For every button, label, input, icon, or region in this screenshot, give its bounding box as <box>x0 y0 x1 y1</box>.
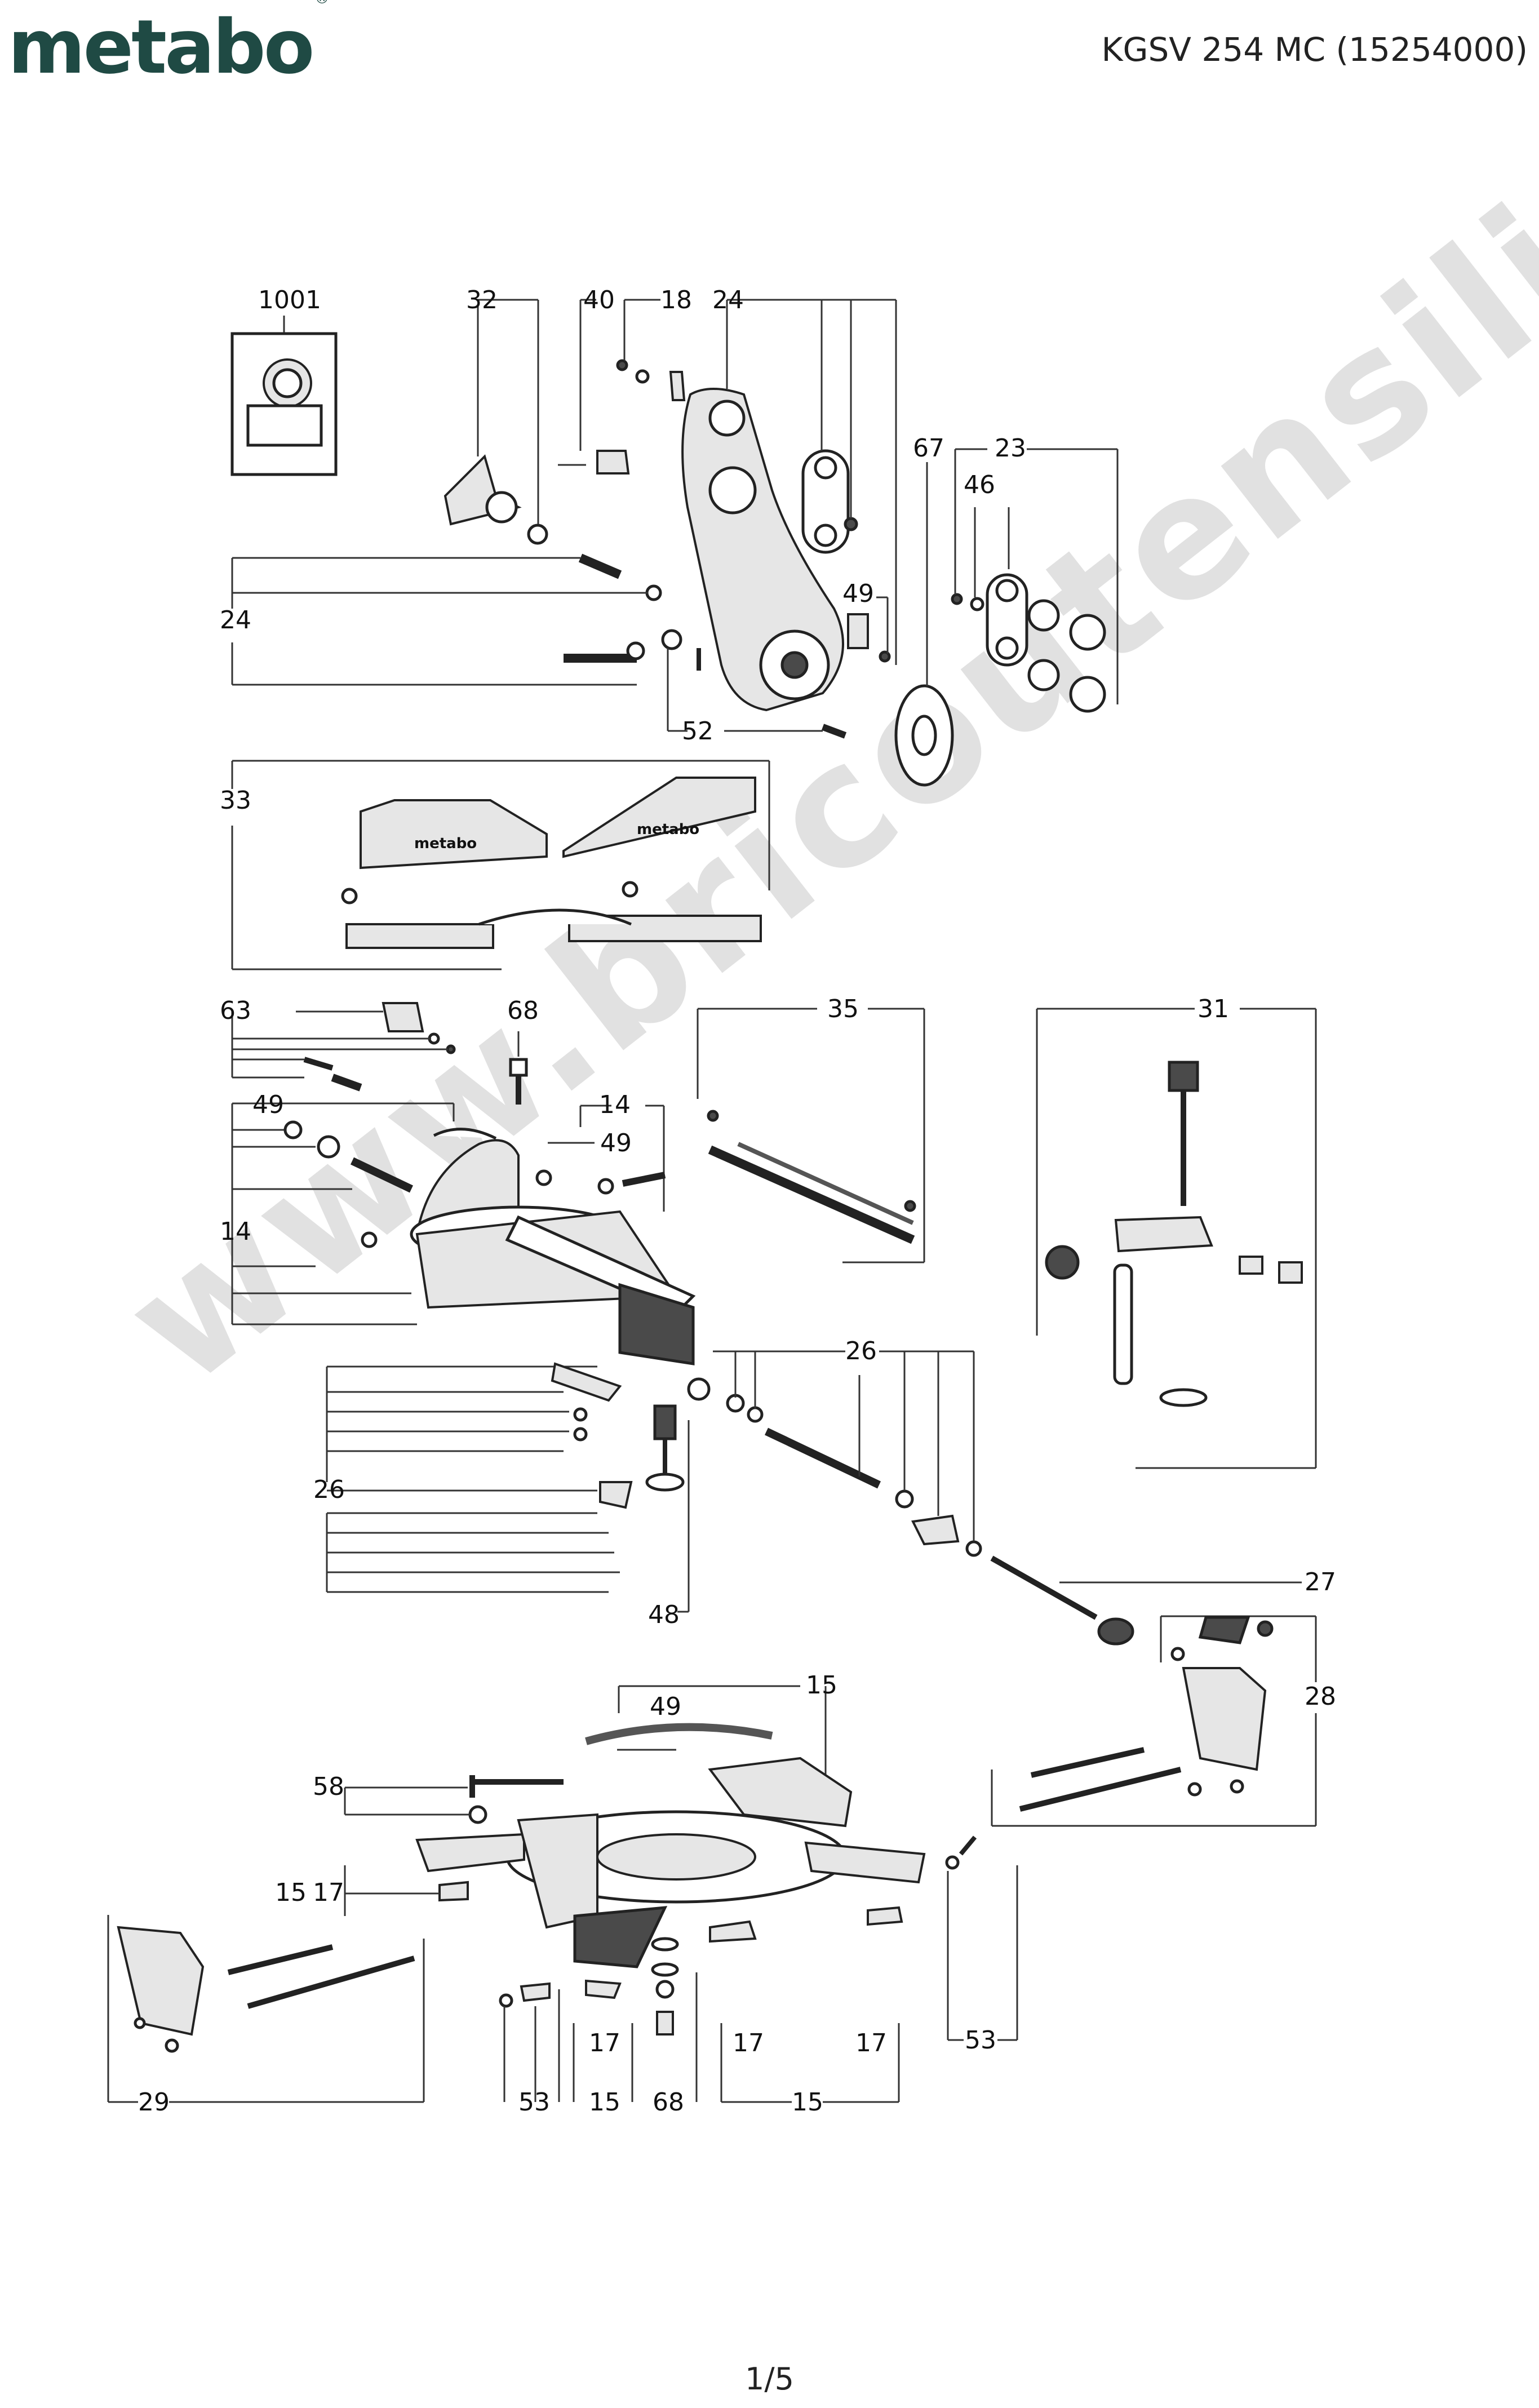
part-26-rod-assembly <box>687 1350 982 1557</box>
part-29-extension-support <box>107 1915 425 2103</box>
callout-53-right: 53 <box>965 2026 996 2055</box>
part-32-knob <box>443 299 548 545</box>
callout-40: 40 <box>583 286 615 314</box>
part-27-handle-rod <box>990 1555 1302 1646</box>
callout-26-right: 26 <box>845 1337 877 1365</box>
brand-name: metabo <box>8 4 314 91</box>
callout-14-left: 14 <box>220 1217 251 1246</box>
part-24-rods <box>231 553 662 686</box>
callout-32: 32 <box>466 286 498 314</box>
registered-mark: ® <box>314 0 329 7</box>
part-1001-label <box>230 316 338 476</box>
callout-68-bottom: 68 <box>653 2088 684 2117</box>
page-number: 1/5 <box>745 2361 794 2397</box>
callout-63: 63 <box>220 996 251 1025</box>
model-title: KGSV 254 MC (15254000) <box>1101 30 1528 69</box>
part-23-bearings <box>951 448 1119 713</box>
part-68-bolt <box>509 1031 528 1105</box>
part-26-hardware-stack <box>326 1362 633 1593</box>
callout-24-left: 24 <box>220 606 251 635</box>
part-24-saw-arm <box>681 299 896 712</box>
callout-15-bottom: 15 <box>792 2088 823 2117</box>
part-31-slide-assembly <box>1036 1008 1317 1469</box>
part-49-bracket <box>847 596 891 663</box>
callout-24-top: 24 <box>712 286 744 314</box>
callout-18: 18 <box>660 286 692 314</box>
callout-67: 67 <box>913 434 944 463</box>
callout-15-mid: 15 <box>589 2088 620 2117</box>
callout-17-left: 17 <box>313 1878 344 1907</box>
callout-26-left: 26 <box>313 1475 345 1504</box>
callout-49-left: 49 <box>252 1090 284 1119</box>
callout-58: 58 <box>313 1772 344 1801</box>
callout-53-left: 53 <box>518 2088 550 2117</box>
callout-1001: 1001 <box>258 286 321 314</box>
part-52-pins <box>661 629 847 739</box>
callout-35: 35 <box>827 995 859 1023</box>
callout-14-upper: 14 <box>599 1090 631 1119</box>
callout-48: 48 <box>648 1600 680 1629</box>
callout-52: 52 <box>682 717 713 746</box>
part-33-fences: metabo metabo <box>231 760 770 970</box>
brand-logo: metabo® <box>8 0 329 85</box>
callout-17-center: 17 <box>733 2029 764 2057</box>
part-48-spring <box>645 1404 690 1613</box>
part-14-turntable-arm <box>231 1102 696 1365</box>
callout-31: 31 <box>1198 995 1229 1023</box>
part-28-extension-support <box>991 1615 1317 1827</box>
callout-15-top: 15 <box>806 1671 837 1700</box>
callout-15-left: 15 <box>275 1878 307 1907</box>
part-15-base <box>415 1685 926 1968</box>
part-53-68-bottom-hardware <box>499 1835 1018 2103</box>
callout-28: 28 <box>1305 1682 1336 1711</box>
part-18-hardware <box>616 299 686 401</box>
callout-33: 33 <box>220 786 251 815</box>
callout-23: 23 <box>995 434 1026 463</box>
part-35-rails <box>697 1008 925 1263</box>
callout-17-mid: 17 <box>589 2029 620 2057</box>
callout-49-base: 49 <box>650 1692 681 1721</box>
callout-49-upper: 49 <box>842 579 874 608</box>
part-58-hex-key <box>344 1775 564 1824</box>
callout-27: 27 <box>1305 1568 1336 1597</box>
fence-left-label: metabo <box>414 835 477 852</box>
callout-49-mid: 49 <box>600 1129 632 1158</box>
callout-17-right: 17 <box>855 2029 887 2057</box>
callout-46: 46 <box>964 471 995 499</box>
part-67-blade <box>894 462 954 787</box>
callout-29: 29 <box>138 2088 170 2117</box>
fence-right-label: metabo <box>637 821 699 838</box>
part-40-clip <box>558 299 630 474</box>
part-15-17-feet-left <box>344 1865 469 1916</box>
callout-68-mid: 68 <box>507 996 539 1025</box>
part-63-clamp <box>231 1002 456 1092</box>
part-24-plate <box>801 300 897 665</box>
